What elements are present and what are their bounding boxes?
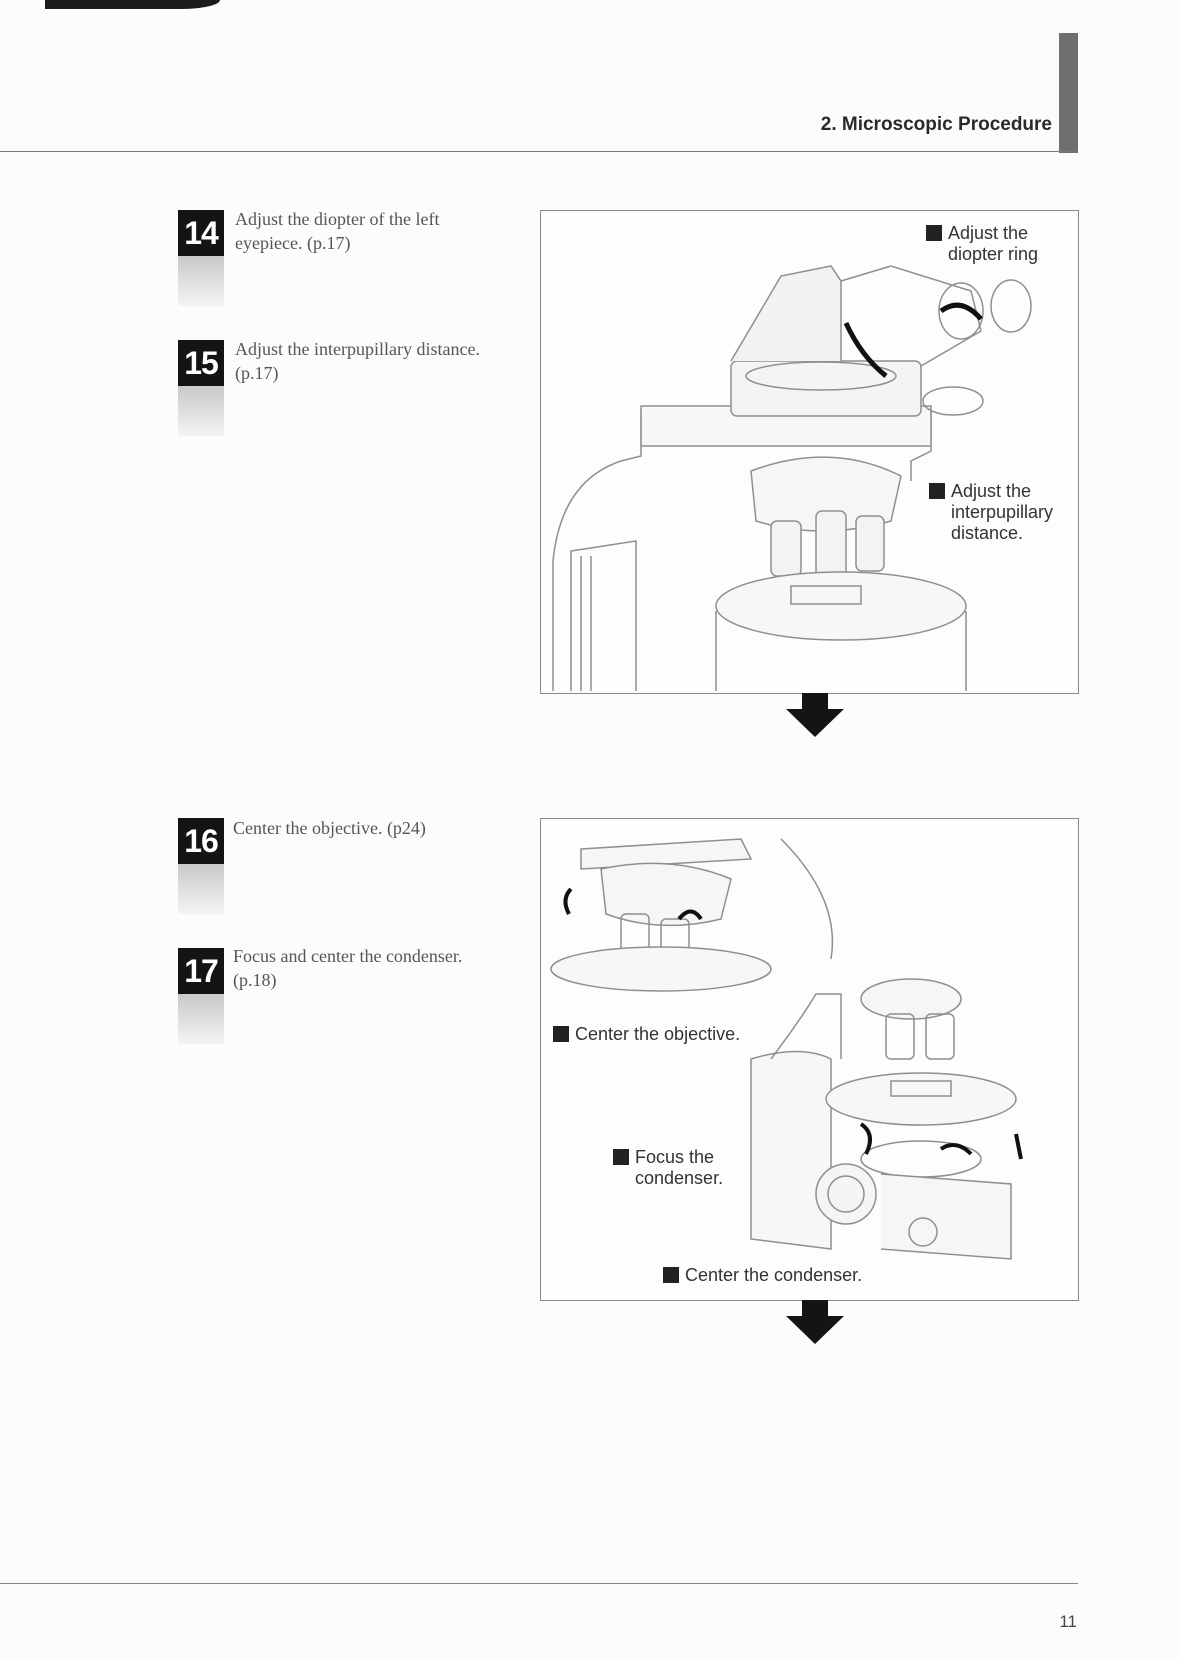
- down-arrow-icon: [786, 693, 844, 737]
- step-16-badge-shadow: [178, 864, 224, 914]
- step-15-text-line2: (p.17): [235, 363, 279, 383]
- callout-center-condenser: Center the condenser.: [663, 1265, 862, 1286]
- step-14-text-line1: Adjust the diopter of the left: [235, 209, 440, 229]
- step-14-text: Adjust the diopter of the left eyepiece.…: [235, 207, 525, 255]
- step-15-badge: 15: [178, 340, 224, 386]
- footer-rule: [0, 1583, 1078, 1584]
- figure-microscope-eyepiece: Adjust the diopter ring Adjust the inter…: [540, 210, 1079, 694]
- step-15-badge-shadow: [178, 386, 224, 436]
- header-rule: [0, 151, 1078, 152]
- callout-17a-marker: [613, 1149, 629, 1165]
- callout-17b-marker: [663, 1267, 679, 1283]
- step-16-badge: 16: [178, 818, 224, 864]
- callout-interpupillary: Adjust the interpupillary distance.: [929, 481, 1053, 544]
- callout-center-objective: Center the objective.: [553, 1024, 740, 1045]
- step-17-text-line1: Focus and center the condenser.: [233, 946, 463, 966]
- step-17-text: Focus and center the condenser. (p.18): [233, 944, 523, 992]
- step-14-text-line2: eyepiece. (p.17): [235, 233, 351, 253]
- microscope-stage-illustration: [550, 838, 1023, 1260]
- callout-15-marker: [929, 483, 945, 499]
- section-title: 2. Microscopic Procedure: [820, 114, 1052, 135]
- callout-focus-condenser: Focus the condenser.: [613, 1147, 723, 1189]
- step-16-text: Center the objective. (p24): [233, 816, 523, 840]
- section-tab-marker: [1059, 33, 1078, 153]
- down-arrow-icon: [786, 1300, 844, 1344]
- callout-14-marker: [926, 225, 942, 241]
- page-number: 11: [1059, 1612, 1077, 1631]
- callout-16-marker: [553, 1026, 569, 1042]
- step-16-text-line1: Center the objective. (p24): [233, 818, 426, 838]
- microscope-head-illustration: [552, 265, 1032, 691]
- step-17-text-line2: (p.18): [233, 970, 277, 990]
- step-17-badge: 17: [178, 948, 224, 994]
- step-15-text: Adjust the interpupillary distance. (p.1…: [235, 337, 535, 385]
- step-15-text-line1: Adjust the interpupillary distance.: [235, 339, 480, 359]
- step-14-badge: 14: [178, 210, 224, 256]
- step-17-badge-shadow: [178, 994, 224, 1044]
- step-14-badge-shadow: [178, 256, 224, 306]
- top-scan-bar: [45, 0, 220, 9]
- callout-diopter-ring: Adjust the diopter ring: [926, 223, 1038, 265]
- figure-objective-condenser: Center the objective. Focus the condense…: [540, 818, 1079, 1301]
